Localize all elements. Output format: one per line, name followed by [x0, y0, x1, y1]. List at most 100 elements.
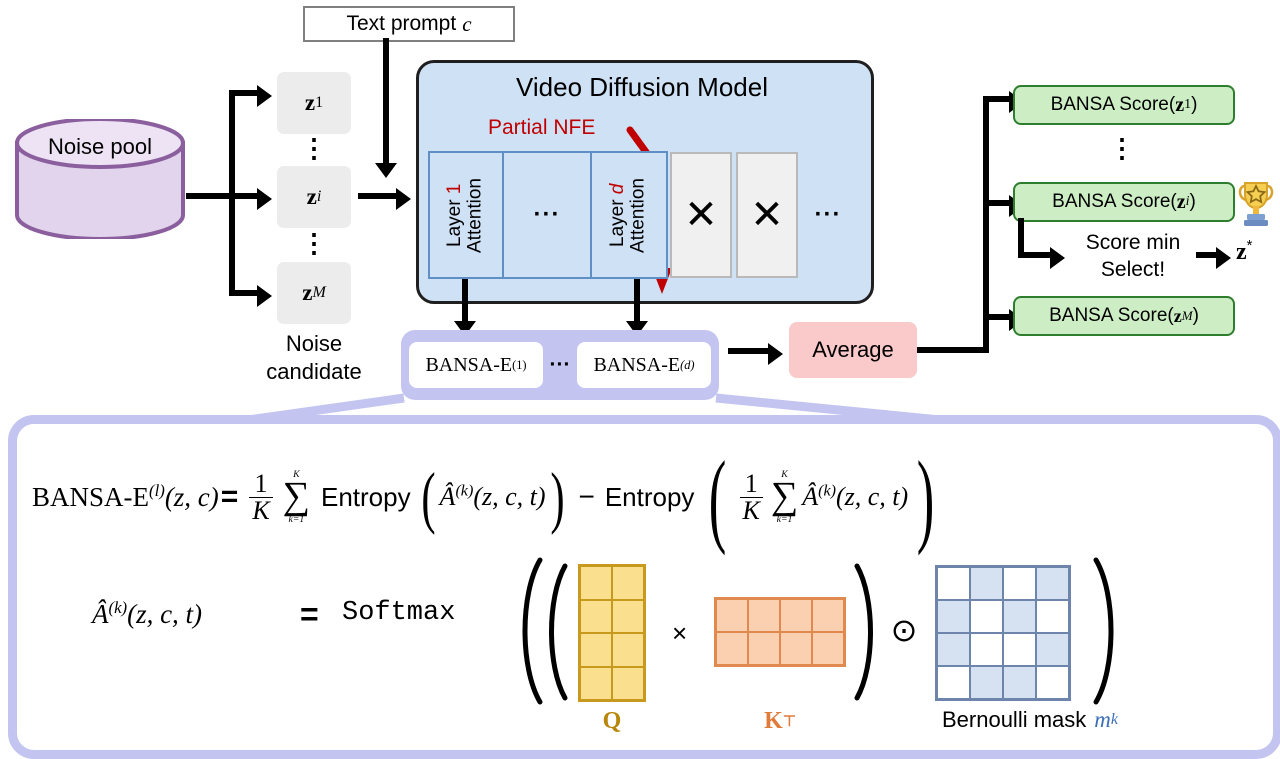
eq1-frac-den: K [249, 496, 273, 524]
average-out-line [917, 347, 989, 353]
matrix-q-cell [580, 633, 612, 667]
bansa-to-average-arrow [768, 343, 783, 365]
eq1-sum-2: K ∑ k=1 [771, 469, 798, 525]
mask-cell [1036, 666, 1069, 699]
bansa-score-z1-prefix: BANSA Score( [1050, 94, 1176, 115]
eq2-softmax: Softmax [342, 598, 456, 628]
matrix-bernoulli-mask [935, 565, 1071, 701]
bansa-score-zm-suffix: ) [1192, 305, 1199, 326]
bansa-e-first-box: BANSA-E(1) [409, 342, 543, 388]
paren-outer-close-svg [1093, 557, 1114, 705]
matrix-k-caption-sup: ⊤ [782, 713, 796, 730]
eq1-frac-num: 1 [254, 468, 268, 498]
mask-cell [970, 600, 1003, 633]
layer-1-name: Layer [444, 199, 466, 247]
eq1-lhs-name: BANSA-E [32, 482, 150, 512]
branch-line-zm [229, 290, 259, 296]
bansa-scores-ellipsis: ⋮ [1109, 133, 1135, 163]
mask-cell [937, 633, 970, 666]
matrix-q-cell [580, 666, 612, 700]
layer-1-attention-word: Attention [465, 177, 486, 253]
matrix-k-cell [716, 632, 748, 665]
eq1-fraction-2: 1 K [739, 470, 763, 524]
bansa-score-z1-sub: 1 [1184, 97, 1192, 112]
equation-line-2-lhs: Â(k)(z, c, t) [92, 598, 202, 630]
trophy-icon [1236, 177, 1276, 229]
eq1-open-paren-2: ( [709, 438, 727, 556]
bernoulli-mask-sub: k [1110, 711, 1118, 728]
layer-1-attention-label: Layer 1 Attention [444, 177, 486, 253]
eq1-arg-1: Â(k)(z, c, t) [440, 482, 546, 512]
score-min-select-label: Score min Select! [1068, 228, 1198, 284]
eq1-ahat-sup-1: (k) [455, 482, 474, 500]
mask-cell [1003, 567, 1036, 600]
matrix-k-cell [716, 599, 748, 632]
eq1-lhs-sup: (l) [149, 481, 165, 500]
eq2-ahat-sup: (k) [108, 598, 128, 617]
mask-cell [970, 633, 1003, 666]
eq1-open-paren-1: ( [420, 458, 436, 535]
mask-cell [937, 567, 970, 600]
branch-line-zi [229, 193, 259, 199]
bernoulli-mask-text: Bernoulli mask [941, 707, 1087, 732]
matrix-k-caption-base: K [764, 707, 783, 734]
mask-cell [1036, 633, 1069, 666]
matrix-k-transpose [714, 597, 846, 667]
bansa-to-average-line [728, 348, 770, 354]
matrix-q-caption: Q [602, 707, 622, 734]
text-prompt-label: Text prompt [346, 12, 457, 35]
eq2-parens-inner-open [540, 562, 570, 707]
zi-base: z [306, 184, 317, 209]
noise-pool-cylinder [14, 117, 186, 241]
matrix-q-cell [612, 633, 644, 667]
eq1-sum: K ∑ k=1 [283, 468, 310, 525]
bansa-score-zm-sub: M [1181, 308, 1193, 323]
average-box: Average [789, 322, 917, 378]
bansa-e-first-sup: (1) [512, 357, 527, 372]
candidates-ellipsis-top: ⋮ [301, 133, 327, 163]
mask-cell [970, 567, 1003, 600]
mask-cell [1003, 666, 1036, 699]
eq1-sum-bottom: k=1 [288, 513, 305, 525]
layer-1-attention-cell: Layer 1 Attention [430, 153, 504, 277]
matrix-k-cell [812, 632, 844, 665]
score-line-m [983, 314, 1011, 320]
branch-arrow-z1 [257, 85, 272, 107]
bansa-score-zi-suffix: ) [1189, 191, 1196, 212]
bansa-score-zm-prefix: BANSA Score( [1049, 305, 1174, 326]
score-line-1 [983, 96, 1011, 102]
noise-candidate-caption-line2: candidate [266, 359, 362, 384]
matrix-q-cell [612, 599, 644, 633]
eq1-lhs-args: (z, c) [164, 482, 219, 512]
winner-sup: * [1246, 238, 1253, 254]
noise-pool-label: Noise pool [48, 134, 152, 159]
mask-cell [970, 666, 1003, 699]
matrix-q [578, 564, 646, 702]
bansa-score-zi-base: z [1176, 190, 1186, 213]
video-diffusion-model-title: Video Diffusion Model [516, 71, 768, 102]
eq2-times: × [672, 618, 688, 648]
eq1-sum2-bottom: k=1 [776, 513, 793, 525]
eq1-ahat-1: Â [439, 482, 456, 511]
bansa-score-zi-sub: i [1185, 194, 1190, 209]
zm-sub: M [312, 284, 326, 301]
eq1-fraction: 1 K [249, 468, 273, 524]
eq1-sum-top: K [293, 468, 300, 480]
matrix-q-cell [580, 599, 612, 633]
paren-outer-open-svg [522, 557, 543, 705]
text-prompt-box: Text prompt c [303, 6, 515, 42]
skipped-layer-2: ✕ [736, 152, 798, 278]
layer-d-attention-label: Layer d Attention [607, 177, 649, 253]
layer-d-attention-word: Attention [628, 177, 649, 253]
bernoulli-mask-var: m [1094, 707, 1111, 732]
bansa-e-last-box: BANSA-E(d) [577, 342, 711, 388]
pool-trunk [186, 193, 232, 199]
eq1-ahat-args-2: (z, c, t) [835, 482, 909, 511]
zi-sub: i [316, 188, 322, 205]
trophy-icon-svg [1238, 182, 1274, 226]
noise-candidate-caption-line1: Noise [285, 330, 343, 356]
layer1-to-bansa-line [462, 279, 468, 324]
